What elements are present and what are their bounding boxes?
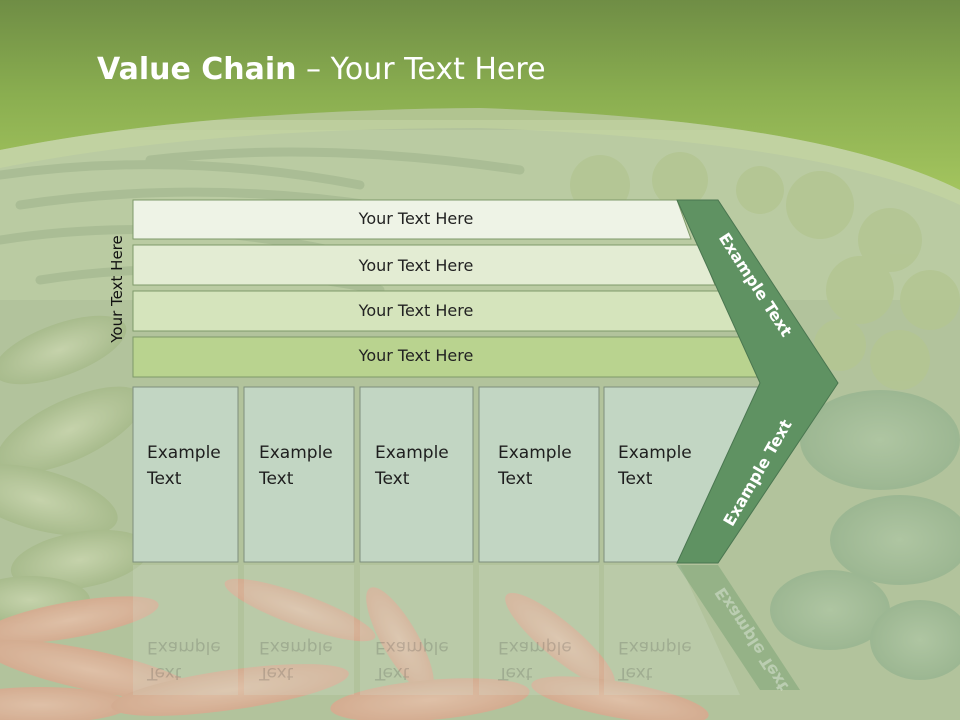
- box-2-line-1: Example: [259, 443, 333, 463]
- box-1-label: Example Text: [147, 440, 221, 492]
- box-3[interactable]: [359, 386, 474, 563]
- chevron-arrow[interactable]: [676, 199, 839, 564]
- bar-3-label: Your Text Here: [358, 301, 474, 320]
- box-5-line-2: Text: [618, 469, 653, 489]
- box-4-label: Example Text: [498, 440, 572, 492]
- title-rest: – Your Text Here: [296, 52, 546, 87]
- box-1[interactable]: [132, 386, 239, 563]
- slide-title: Value Chain – Your Text Here: [97, 52, 546, 87]
- box-4[interactable]: [478, 386, 600, 563]
- box-1-line-1: Example: [147, 443, 221, 463]
- bar-4-label: Your Text Here: [358, 346, 474, 365]
- box-3-line-2: Text: [375, 469, 410, 489]
- box-5-label: Example Text: [618, 440, 692, 492]
- box-5-line-1: Example: [618, 443, 692, 463]
- bar-1[interactable]: [132, 199, 692, 240]
- bar-2-label: Your Text Here: [358, 256, 474, 275]
- bar-1-label: Your Text Here: [358, 209, 474, 228]
- box-1-line-2: Text: [147, 469, 182, 489]
- bar-2[interactable]: [132, 244, 716, 286]
- box-3-line-1: Example: [375, 443, 449, 463]
- box-2-label: Example Text: [259, 440, 333, 492]
- box-2[interactable]: [243, 386, 355, 563]
- chevron-reflection: [677, 565, 800, 690]
- box-4-line-1: Example: [498, 443, 572, 463]
- box-2-line-2: Text: [259, 469, 294, 489]
- box-4-line-2: Text: [498, 469, 533, 489]
- box-3-label: Example Text: [375, 440, 449, 492]
- title-bold: Value Chain: [97, 52, 297, 87]
- vertical-label: Your Text Here: [108, 235, 126, 343]
